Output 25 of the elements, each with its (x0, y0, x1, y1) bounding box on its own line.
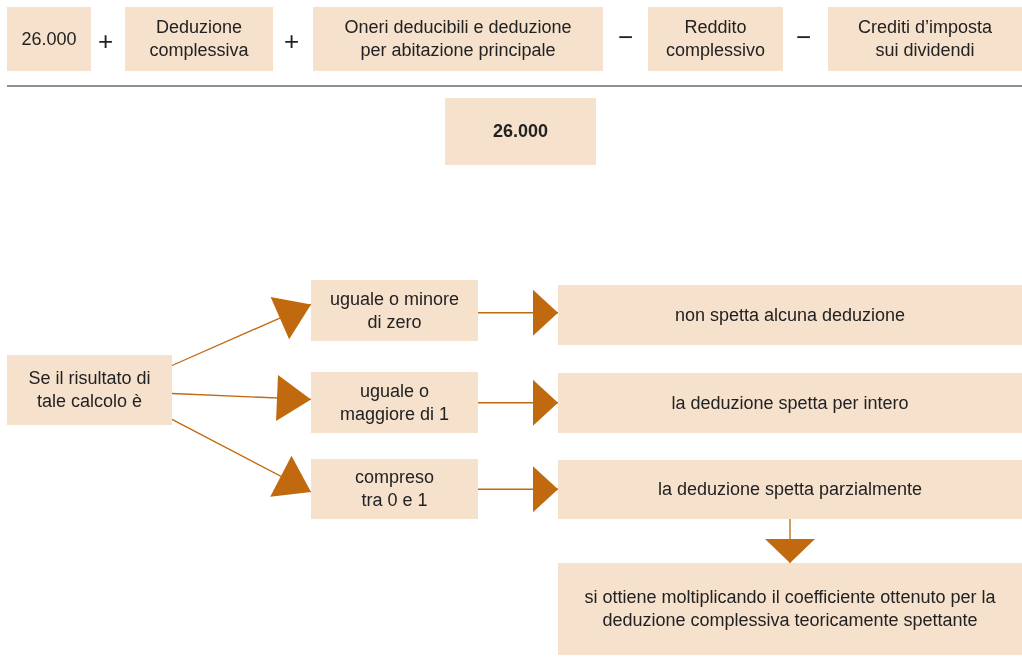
arrow (171, 375, 312, 421)
outcome-box: la deduzione spetta per intero (558, 373, 1022, 433)
result-box: 26.000 (445, 98, 596, 165)
arrow (171, 418, 312, 497)
formula-box: Crediti d’imposta sui dividendi (828, 7, 1022, 71)
operator-sign: − (796, 22, 812, 52)
formula-box: Reddito complessivo (648, 7, 783, 71)
operator-sign: + (98, 26, 114, 56)
formula-box: 26.000 (7, 7, 91, 71)
question-box: Se il risultato di tale calcolo è (7, 355, 172, 425)
note-box: si ottiene moltiplicando il coefficiente ottenuto per la deduzione complessiva teoricamente spettante (558, 563, 1022, 655)
outcome-box: la deduzione spetta parzialmente (558, 460, 1022, 519)
arrow (171, 297, 312, 367)
condition-box: compreso tra 0 e 1 (311, 459, 478, 519)
operator-sign: − (618, 22, 634, 52)
condition-box: uguale o maggiore di 1 (311, 372, 478, 433)
formula-box: Deduzione complessiva (125, 7, 273, 71)
arrow (477, 379, 559, 426)
condition-box: uguale o minore di zero (311, 280, 478, 341)
operator-sign: + (284, 26, 300, 56)
arrow (477, 466, 559, 513)
arrow (477, 289, 559, 336)
arrow (765, 518, 815, 564)
outcome-box: non spetta alcuna deduzione (558, 285, 1022, 345)
formula-box: Oneri deducibili e deduzione per abitazione principale (313, 7, 603, 71)
